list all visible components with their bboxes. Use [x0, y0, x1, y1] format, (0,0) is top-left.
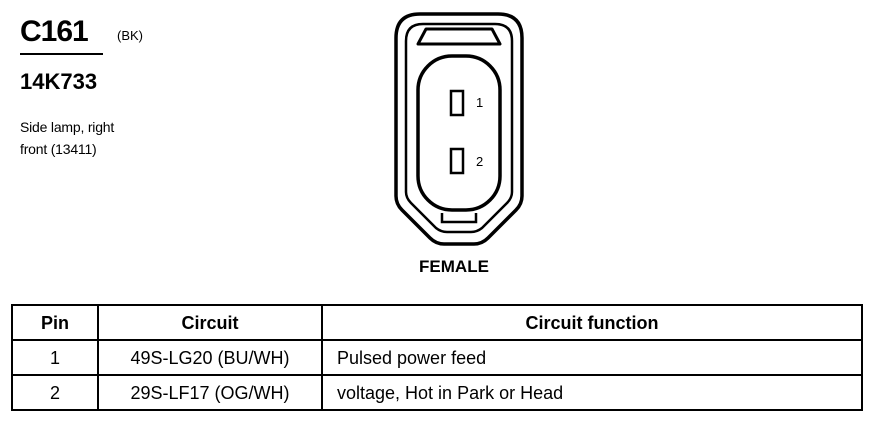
connector-face-diagram: 1 2 — [394, 12, 524, 246]
header-pin: Pin — [11, 304, 99, 341]
connector-inner-housing — [404, 22, 514, 234]
pin-2-terminal — [449, 147, 465, 175]
description-line-1: Side lamp, right — [20, 119, 115, 135]
cell-circuit-function: Pulsed power feed — [321, 339, 863, 376]
header-circuit: Circuit — [97, 304, 323, 341]
pin-table: Pin Circuit Circuit function 1 49S-LG20 … — [11, 304, 863, 411]
description-line-2: front (13411) — [20, 141, 97, 157]
header-circuit-function: Circuit function — [321, 304, 863, 341]
table-row: 1 49S-LG20 (BU/WH) Pulsed power feed — [11, 339, 863, 376]
connector-locking-tab — [416, 27, 502, 46]
connector-color-code: (BK) — [117, 28, 143, 43]
connector-cavity — [416, 54, 502, 212]
pin-2-label: 2 — [476, 154, 483, 169]
cell-pin: 2 — [11, 374, 99, 411]
pin-1-terminal — [449, 89, 465, 117]
part-number: 14K733 — [20, 69, 98, 94]
cell-circuit-function: voltage, Hot in Park or Head — [321, 374, 863, 411]
connector-key-notch — [440, 213, 478, 224]
connector-outer-housing — [394, 12, 524, 246]
cell-circuit: 29S-LF17 (OG/WH) — [97, 374, 323, 411]
connector-id: C161 — [20, 15, 89, 48]
table-row: 2 29S-LF17 (OG/WH) voltage, Hot in Park … — [11, 374, 863, 411]
connector-gender-label: FEMALE — [419, 257, 489, 276]
cell-pin: 1 — [11, 339, 99, 376]
table-header-row: Pin Circuit Circuit function — [11, 304, 863, 341]
pin-1-label: 1 — [476, 95, 483, 110]
cell-circuit: 49S-LG20 (BU/WH) — [97, 339, 323, 376]
title-underline — [20, 53, 103, 55]
